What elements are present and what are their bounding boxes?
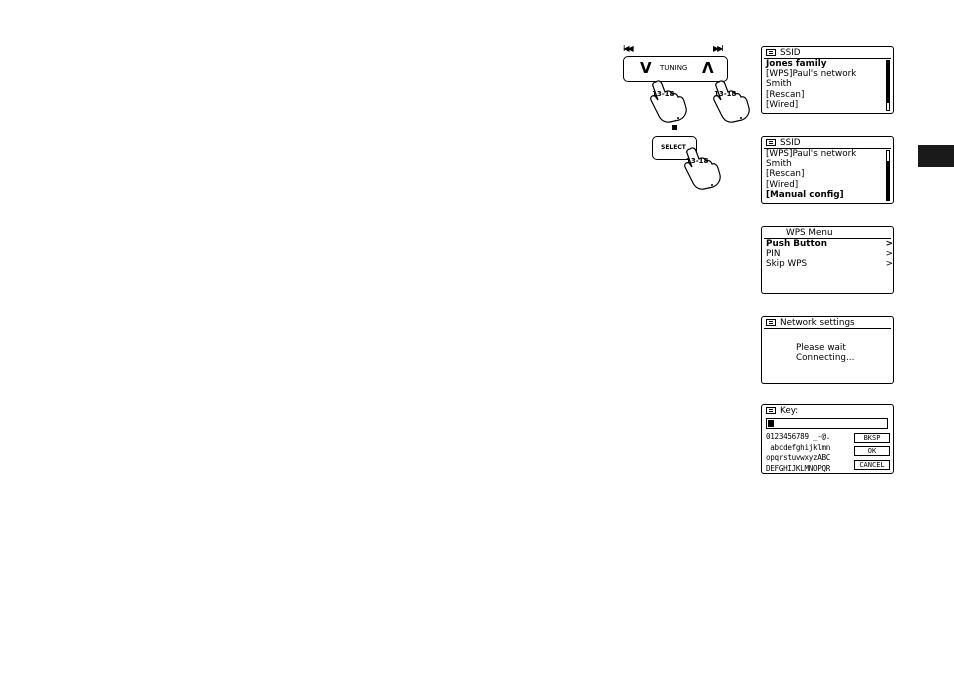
tuning-label: TUNING xyxy=(660,64,688,72)
lcd-screen-key-entry: Key: 0123456789 _-@. abcdefghijklmn opqr… xyxy=(761,404,894,474)
backspace-button[interactable]: BKSP xyxy=(854,433,890,443)
status-text: Please wait xyxy=(796,343,846,353)
section-tab-marker xyxy=(918,145,954,167)
screen-header: Network settings xyxy=(766,318,889,328)
list-item[interactable]: [WPS]Paul's network xyxy=(766,149,857,159)
scrollbar[interactable] xyxy=(886,150,890,201)
pointing-hand-icon xyxy=(650,80,687,123)
screen-title: Key: xyxy=(780,406,799,416)
list-item[interactable]: [Rescan] xyxy=(766,169,805,180)
character-row[interactable]: abcdefghijklmn xyxy=(766,442,831,452)
character-grid[interactable]: 0123456789 _-@. abcdefghijklmn opqrstuvw… xyxy=(766,432,830,474)
list-item[interactable]: Jones family xyxy=(766,59,827,69)
skip-forward-icon: ▶▶I xyxy=(713,44,724,53)
list-item[interactable]: Smith xyxy=(766,159,792,170)
list-item[interactable]: [WPS]Paul's network xyxy=(766,69,857,80)
menu-item-skip-wps[interactable]: Skip WPS> xyxy=(766,259,893,270)
key-input-field[interactable] xyxy=(766,418,888,429)
lcd-screen-ssid-2: SSID [WPS]Paul's network Smith [Rescan] … xyxy=(761,136,894,204)
screen-title: SSID xyxy=(780,138,801,148)
cancel-button[interactable]: CANCEL xyxy=(854,460,890,470)
chevron-right-icon: > xyxy=(885,249,893,260)
menu-icon xyxy=(766,139,776,146)
character-row[interactable]: opqrstuvwxyzABC xyxy=(766,453,831,463)
pointing-hand-icon xyxy=(713,80,750,123)
list-item[interactable]: [Wired] xyxy=(766,99,799,110)
scrollbar[interactable] xyxy=(886,60,890,111)
menu-icon xyxy=(766,49,776,56)
tuning-down-icon: V xyxy=(640,59,652,77)
select-label: SELECT xyxy=(661,144,686,151)
character-row[interactable]: 0123456789 _-@. xyxy=(766,432,831,441)
list-item[interactable]: [Wired] xyxy=(766,179,799,190)
status-text: Connecting... xyxy=(796,353,855,364)
tuning-up-icon: Λ xyxy=(702,59,714,77)
menu-icon xyxy=(766,319,776,326)
screen-header: SSID xyxy=(766,138,889,148)
menu-icon xyxy=(766,407,776,414)
screen-title: SSID xyxy=(780,48,801,58)
list-item[interactable]: Smith xyxy=(766,79,792,90)
screen-header: SSID xyxy=(766,48,889,58)
chevron-right-icon: > xyxy=(885,259,893,270)
list-item[interactable]: [Manual config] xyxy=(766,189,844,200)
screen-title: Network settings xyxy=(780,318,855,328)
pointing-hand-icon xyxy=(684,147,721,190)
hand-reference-label: 13-18 xyxy=(686,157,709,165)
ok-button[interactable]: OK xyxy=(854,446,890,456)
list-item[interactable]: [Rescan] xyxy=(766,89,805,100)
screen-title: WPS Menu xyxy=(786,228,833,238)
chevron-right-icon: > xyxy=(885,239,893,249)
screen-header: Key: xyxy=(766,406,889,416)
tuning-button[interactable]: V TUNING Λ xyxy=(623,56,728,82)
lcd-screen-ssid-1: SSID Jones family [WPS]Paul's network Sm… xyxy=(761,46,894,114)
text-cursor xyxy=(768,420,774,427)
stop-icon xyxy=(672,125,677,130)
menu-item-push-button[interactable]: Push Button> xyxy=(766,239,893,249)
skip-back-icon: I◀◀ xyxy=(623,44,634,53)
lcd-screen-wps-menu: WPS Menu Push Button> PIN> Skip WPS> xyxy=(761,226,894,294)
hand-reference-label: 13-18 xyxy=(652,90,675,98)
hand-reference-label: 13-18 xyxy=(714,90,737,98)
character-row[interactable]: DEFGHIJKLMNOPQR xyxy=(766,463,831,473)
lcd-screen-network-settings: Network settings Please wait Connecting.… xyxy=(761,316,894,384)
menu-item-pin[interactable]: PIN> xyxy=(766,249,893,260)
